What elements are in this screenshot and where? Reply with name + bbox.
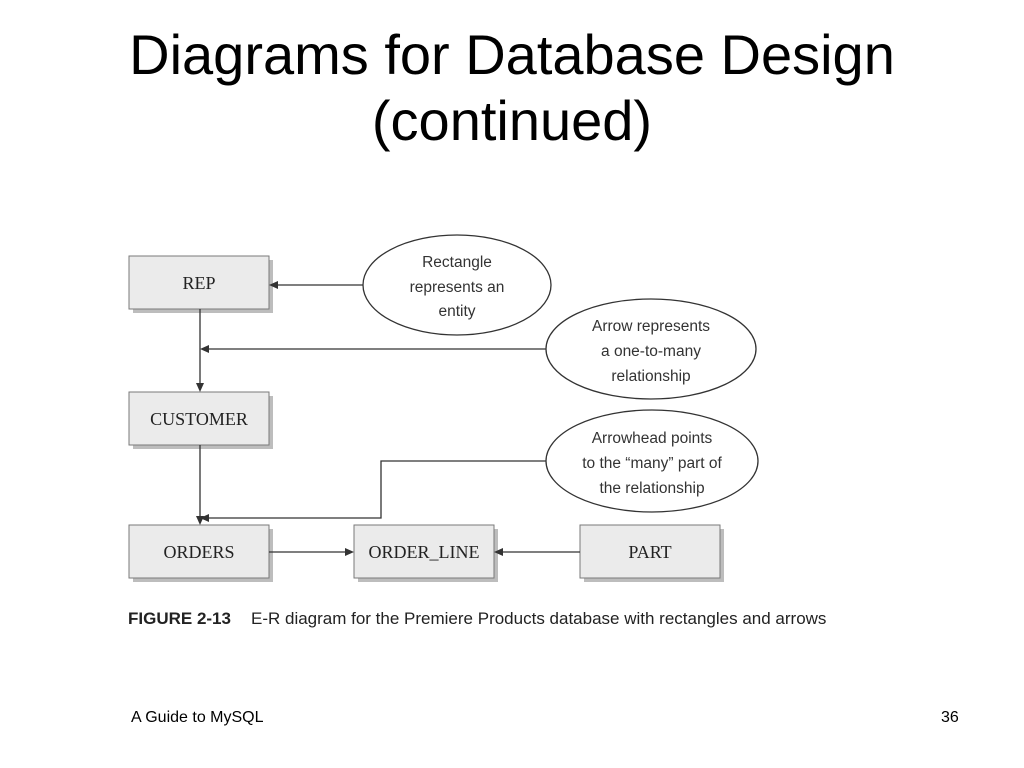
entity-part: PART [579,524,724,582]
entity-rep-label: REP [182,273,215,293]
callout-rectangle-line-2: represents an [410,279,505,296]
figure-caption: FIGURE 2-13 E-R diagram for the Premiere … [128,609,826,629]
callout-arrowhead-line-2: to the “many” part of [582,455,722,472]
callout-rectangle: Rectangle represents an entity [362,234,552,336]
callout-arrowhead-leader-arrowhead [200,514,209,522]
callout-arrowhead-leader-line [208,460,546,519]
callout-arrow-ellipse [545,298,757,400]
figure-number: FIGURE 2-13 [128,609,231,628]
relationship-part-order-line [494,548,580,556]
entity-customer-label: CUSTOMER [150,409,248,429]
relationship-part-order-line-arrowhead [494,548,503,556]
callout-arrow-line-1: Arrow represents [592,318,710,335]
callout-arrowhead: Arrowhead points to the “many” part of t… [545,409,759,513]
entity-order-line-box [353,524,495,579]
callout-rectangle-leader [269,281,363,289]
callout-arrow-leader [200,345,547,353]
entity-part-label: PART [628,542,671,562]
callout-arrowhead-ellipse [545,409,759,513]
entity-order-line-label: ORDER_LINE [369,542,480,562]
callout-rectangle-leader-arrowhead [269,281,278,289]
callout-arrowhead-leader [200,460,546,522]
callout-arrow: Arrow represents a one-to-many relations… [545,298,757,400]
entity-orders-label: ORDERS [163,542,234,562]
callout-arrow-line-2: a one-to-many [601,343,701,360]
footer-page-number: 36 [941,709,959,726]
callout-arrow-line-3: relationship [611,368,690,385]
callout-arrow-leader-arrowhead [200,345,209,353]
callout-rectangle-ellipse [362,234,552,336]
footer-book-title: A Guide to MySQL [131,709,264,726]
entity-rep-box [128,255,270,310]
callout-rectangle-line-1: Rectangle [422,254,492,271]
slide-title-line-2: (continued) [371,89,653,152]
relationship-orders-order-line [269,548,354,556]
entity-order-line: ORDER_LINE [353,524,498,582]
entity-rep: REP [128,255,273,313]
entity-customer-box [128,391,270,446]
relationship-customer-orders [196,445,204,525]
entity-orders-box [128,524,270,579]
entity-orders: ORDERS [128,524,273,582]
relationship-orders-order-line-arrowhead [345,548,354,556]
slide-title-line-1: Diagrams for Database Design [129,23,895,86]
entity-customer: CUSTOMER [128,391,273,449]
figure-caption-text: E-R diagram for the Premiere Products da… [250,609,827,628]
entity-part-box [579,524,721,579]
callout-arrowhead-line-1: Arrowhead points [592,430,713,447]
relationship-rep-customer [196,309,204,392]
callout-arrowhead-line-3: the relationship [599,480,704,497]
slide-title: Diagrams for Database Design (continued) [0,22,1024,154]
relationship-rep-customer-arrowhead [196,383,204,392]
callout-rectangle-line-3: entity [438,303,475,320]
